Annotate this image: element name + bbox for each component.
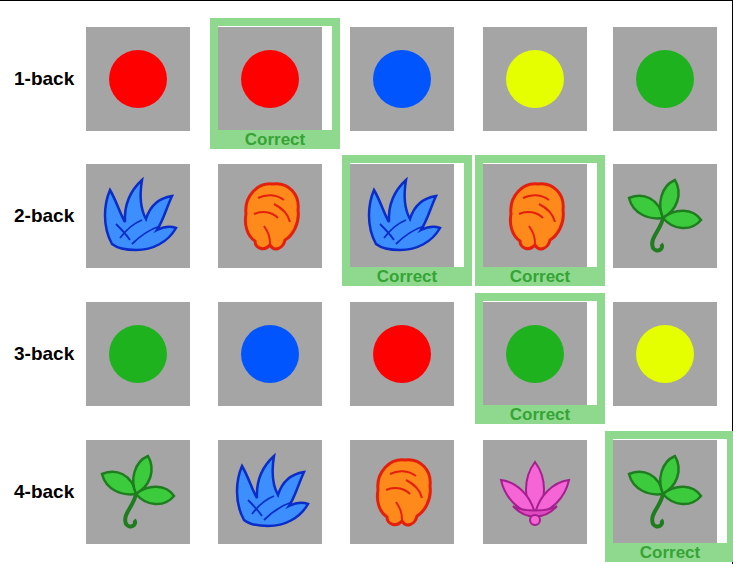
row-label: 1-back	[14, 68, 74, 90]
correct-frame: Correct	[605, 431, 733, 562]
row-label: 3-back	[14, 343, 74, 365]
feedback-text: Correct	[605, 543, 733, 562]
stimulus-tile	[350, 164, 454, 268]
stimulus-tile	[483, 27, 587, 131]
correct-frame: Correct	[475, 293, 605, 424]
stimulus-tile	[350, 440, 454, 544]
correct-frame: Correct	[210, 18, 340, 149]
stimulus-tile	[86, 440, 190, 544]
feedback-text: Correct	[475, 267, 605, 286]
correct-frame: Correct	[342, 155, 472, 286]
correct-frame: Correct	[475, 155, 605, 286]
feedback-text: Correct	[475, 405, 605, 424]
feedback-text: Correct	[210, 130, 340, 149]
stimulus-tile	[350, 302, 454, 406]
stimulus-tile	[218, 440, 322, 544]
stimulus-tile	[218, 302, 322, 406]
row-label: 4-back	[14, 481, 74, 503]
stimulus-tile	[350, 27, 454, 131]
stimulus-tile	[613, 440, 717, 544]
stimulus-tile	[613, 27, 717, 131]
stimulus-tile	[613, 164, 717, 268]
stimulus-tile	[86, 302, 190, 406]
stimulus-tile	[86, 27, 190, 131]
stimulus-tile	[483, 164, 587, 268]
stimulus-tile	[613, 302, 717, 406]
stimulus-tile	[483, 302, 587, 406]
stimulus-tile	[483, 440, 587, 544]
stimulus-tile	[218, 27, 322, 131]
stimulus-tile	[218, 164, 322, 268]
page-border	[0, 0, 733, 1]
feedback-text: Correct	[342, 267, 472, 286]
stimulus-tile	[86, 164, 190, 268]
row-label: 2-back	[14, 205, 74, 227]
